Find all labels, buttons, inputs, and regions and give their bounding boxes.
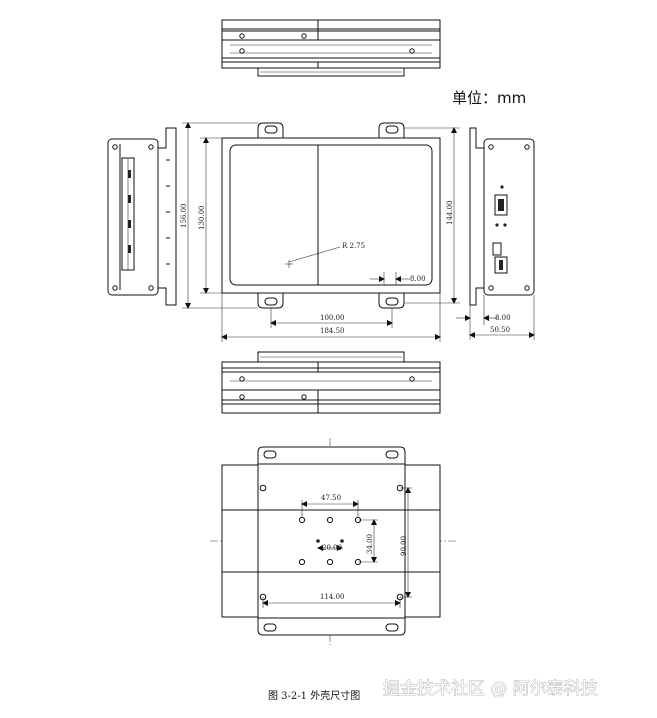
dim-total-width: 184.50 (320, 327, 345, 335)
dim-height-inner: 130.00 (198, 206, 206, 231)
left-side-view (107, 127, 177, 306)
dim-inner-spacing: 20.00 (322, 544, 342, 552)
unit-label: 单位：mm (452, 89, 526, 107)
figure-caption: 图 3-2-1 外壳尺寸图 (268, 689, 360, 702)
bottom-elevation-view (221, 351, 441, 414)
dim-height-outer: 156.00 (180, 204, 188, 229)
dim-small-right: 8.00 (410, 275, 426, 283)
front-view: R 2.75 8.00 156.00 130.00 144.00 100.00 … (180, 122, 460, 342)
bottom-plan-view: 47.50 20.00 34.00 90.00 114.00 (210, 438, 456, 645)
dim-pattern-width: 47.50 (321, 494, 341, 502)
dim-right-height: 90.00 (400, 536, 408, 556)
dim-bottom-width: 114.00 (320, 593, 345, 601)
dim-side-depth: 50.50 (490, 326, 510, 334)
watermark: 掘金技术社区 @ 阿尔泰科技 (383, 679, 598, 699)
dim-height-right: 144.00 (446, 201, 454, 226)
dim-side-offset: 8.00 (495, 314, 511, 322)
dim-hole-spacing: 100.00 (320, 314, 345, 322)
top-view (221, 19, 441, 77)
radius-label: R 2.75 (342, 242, 365, 250)
right-side-view: 8.00 50.50 (456, 127, 535, 340)
dim-pattern-height: 34.00 (366, 534, 374, 554)
